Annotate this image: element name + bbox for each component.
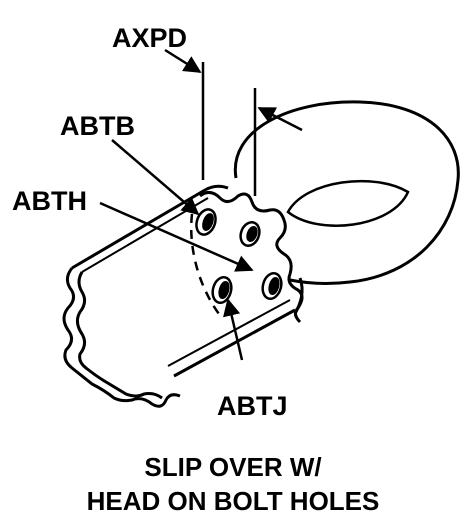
label-abtb: ABTB [60,111,135,141]
callout-labels: AXPD ABTB ABTH ABTJ [12,23,288,421]
abtb-leader [111,139,200,216]
bolt-hole-top-right [239,221,261,247]
label-abth: ABTH [12,186,87,216]
caption-line-1: SLIP OVER W/ [144,452,321,482]
bolt-hole-bottom-right [261,271,283,301]
label-abtj: ABTJ [217,391,288,421]
label-axpd: AXPD [112,23,187,53]
bolt-hole-top-left [195,208,217,236]
ring-tongue [233,100,460,313]
bolt-hole-bottom-left [211,275,233,305]
bolt-holes [195,208,283,305]
axpd-dimension-arrow [257,106,303,132]
caption-line-2: HEAD ON BOLT HOLES [87,486,380,516]
abtj-leader [223,298,244,361]
axpd-leader [164,48,202,74]
caption: SLIP OVER W/ HEAD ON BOLT HOLES [87,452,380,516]
barrel-body [62,184,304,408]
leader-lines [99,48,303,361]
abth-leader [99,201,254,272]
